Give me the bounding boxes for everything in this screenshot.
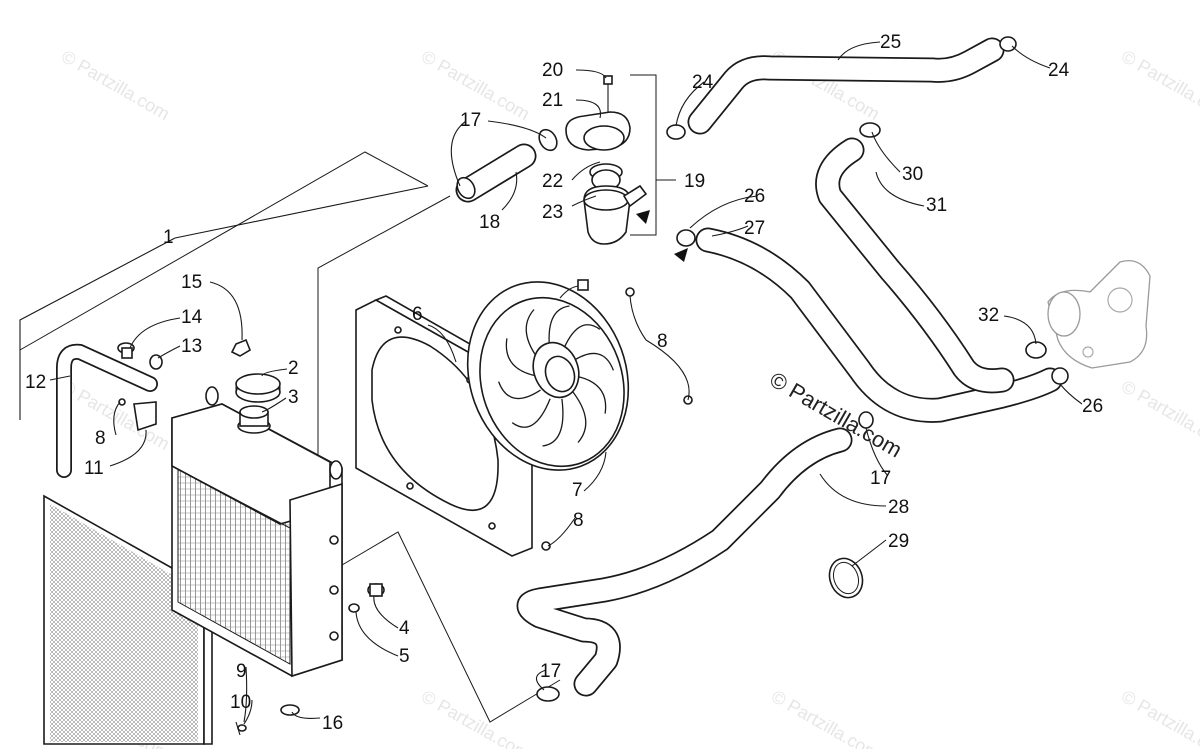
callout-32: 32 [978, 305, 999, 326]
hose-25 [666, 36, 1017, 140]
callout-17: 17 [870, 468, 891, 489]
watermark-text: © Partzilla.com [58, 46, 173, 124]
callout-31: 31 [926, 195, 947, 216]
cooling-fan [466, 279, 693, 551]
callout-23: 23 [542, 202, 563, 223]
callout-14: 14 [181, 307, 203, 328]
hose-31 [815, 122, 1047, 394]
callout-4: 4 [399, 618, 410, 639]
callout-9: 9 [236, 661, 247, 682]
callout-8: 8 [657, 331, 668, 352]
callout-17: 17 [460, 110, 481, 131]
callout-2: 2 [288, 358, 299, 379]
hose-28 [516, 411, 874, 702]
callout-1: 1 [163, 227, 174, 248]
callout-22: 22 [542, 171, 563, 192]
callout-21: 21 [542, 90, 563, 111]
callout-13: 13 [181, 336, 202, 357]
callout-19: 19 [684, 171, 705, 192]
water-pump [1047, 259, 1151, 369]
spring-clamp-29 [828, 557, 864, 599]
callout-25: 25 [880, 32, 901, 53]
hose-27 [676, 227, 1069, 423]
watermark-text: © Partzilla.com [1118, 46, 1200, 124]
callout-15: 15 [181, 272, 202, 293]
fan-blade [570, 389, 587, 443]
watermark-text: © Partzilla.com [418, 686, 533, 749]
radiator-cap [235, 373, 281, 403]
callout-24: 24 [1048, 60, 1070, 81]
overflow-hose [56, 343, 158, 478]
callout-30: 30 [902, 164, 923, 185]
callout-8: 8 [95, 428, 106, 449]
fan-blade [575, 375, 607, 414]
fan-blade [497, 381, 541, 400]
callout-8: 8 [573, 510, 584, 531]
watermark-text: © Partzilla.com [1118, 686, 1200, 749]
radiator [171, 386, 343, 678]
radiator-screen [43, 494, 213, 745]
callout-16: 16 [322, 713, 343, 734]
leader-lines [19, 41, 1083, 725]
callout-12: 12 [25, 372, 46, 393]
callout-26: 26 [744, 186, 765, 207]
callout-26: 26 [1082, 396, 1103, 417]
callout-27: 27 [744, 218, 765, 239]
hardware-parts [117, 338, 385, 736]
callout-3: 3 [288, 387, 299, 408]
callout-29: 29 [888, 531, 909, 552]
fan-blade [505, 338, 537, 377]
callout-6: 6 [412, 304, 423, 325]
watermark-text: © Partzilla.com [1118, 376, 1200, 454]
callout-24: 24 [692, 72, 714, 93]
fan-blade [571, 352, 615, 371]
callout-20: 20 [542, 60, 563, 81]
callout-5: 5 [399, 646, 410, 667]
watermark-text: © Partzilla.com [768, 686, 883, 749]
thermostat-housing [565, 74, 688, 262]
hose-18 [455, 128, 558, 203]
fan-blade [542, 398, 564, 447]
callout-7: 7 [572, 480, 583, 501]
callout-28: 28 [888, 497, 909, 518]
callout-18: 18 [479, 212, 500, 233]
callout-labels: 1234567888910111213141516171717181920212… [25, 32, 1103, 734]
callout-10: 10 [230, 692, 251, 713]
fan-blade [511, 398, 551, 428]
callout-11: 11 [84, 458, 104, 479]
callout-17: 17 [540, 661, 561, 682]
